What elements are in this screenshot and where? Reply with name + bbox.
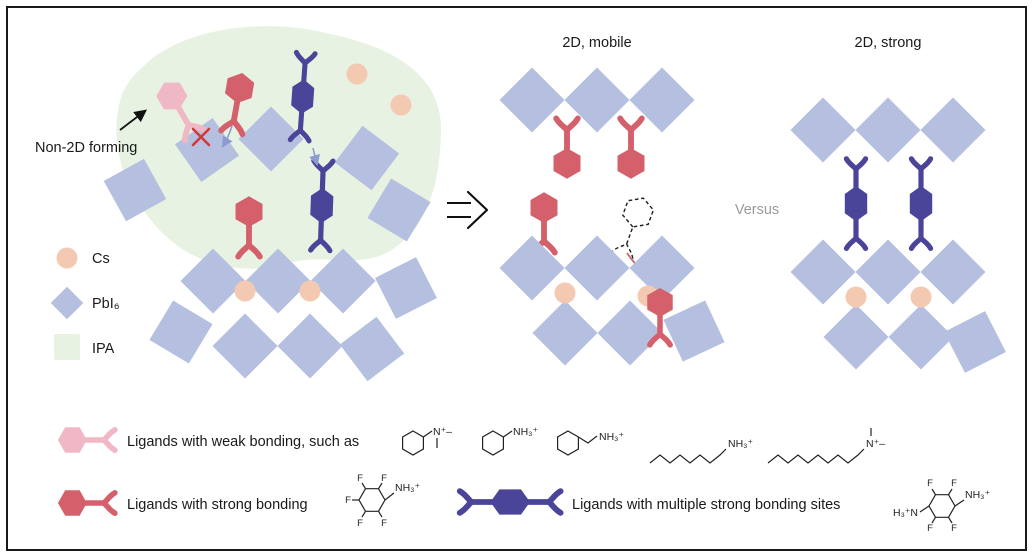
chem-label: NH₃⁺: [599, 431, 624, 443]
versus-label: Versus: [735, 202, 779, 218]
chem-label: NH₃⁺: [728, 438, 753, 450]
cs-ion: [390, 94, 412, 116]
cs-legend-label: Cs: [92, 251, 110, 267]
multi-site-ligand: [910, 159, 932, 249]
chem-phenethylammonium: NH₃⁺: [556, 430, 624, 456]
multi-ligand-icon: [460, 489, 561, 514]
chem-bisammonium-tetrafluoro: F F F F H₃⁺N NH₃⁺: [893, 478, 990, 534]
ligand-legend: Ligands with weak bonding, such as N⁺– N…: [58, 426, 990, 534]
mobile-structure: 2D, mobile: [499, 35, 736, 373]
guide-arrow-icon: [221, 125, 233, 148]
chem-octylammonium: NH₃⁺: [649, 438, 753, 464]
pbi6-octahedron: [212, 313, 278, 379]
cs-ion: [910, 286, 932, 308]
chem-label: F: [927, 478, 933, 489]
transform-arrow-icon: [447, 190, 489, 230]
figure-border: [6, 6, 1027, 551]
solution-panel: Non-2D forming: [35, 26, 447, 386]
chem-alkyltrimethylammonium: N⁺–: [767, 428, 885, 464]
pbi6-legend-icon: [50, 286, 84, 320]
multi-ligand-caption: Ligands with multiple strong bonding sit…: [572, 497, 840, 513]
strong-ligand-caption: Ligands with strong bonding: [127, 497, 308, 513]
multi-site-ligand: [845, 159, 867, 249]
mobile-title: 2D, mobile: [562, 35, 631, 51]
weak-ligand-caption: Ligands with weak bonding, such as: [127, 434, 359, 450]
mobile-top-row: [499, 67, 695, 133]
cs-legend-icon: [56, 247, 78, 269]
cs-ion: [845, 286, 867, 308]
chem-label: F: [381, 518, 387, 529]
pbi6-octahedron: [790, 97, 856, 163]
chem-label: F: [357, 518, 363, 529]
chem-label: F: [381, 473, 387, 484]
ipa-legend-icon: [54, 334, 80, 360]
chem-label: NH₃⁺: [395, 482, 420, 494]
chem-label: F: [927, 523, 933, 534]
red-cross-icon: [191, 127, 211, 147]
chem-pentafluorobenzylammonium: F F F F F NH₃⁺: [345, 473, 420, 529]
weak-ligand-icon: [58, 427, 115, 453]
strong-lattice: [790, 239, 1016, 383]
strong-structure: 2D, strong: [790, 35, 1016, 383]
ipa-legend-label: IPA: [92, 341, 115, 357]
strong-title: 2D, strong: [855, 35, 922, 51]
chem-trimethylanilinium: N⁺–: [402, 426, 452, 456]
non2d-arrow-icon: [119, 109, 148, 131]
cs-ion: [554, 282, 576, 304]
chem-label: N⁺–: [433, 426, 452, 438]
cs-ion: [299, 280, 321, 302]
strong-ligand: [554, 118, 581, 178]
chem-label: F: [951, 478, 957, 489]
chem-benzylammonium: NH₃⁺: [482, 426, 538, 456]
chem-label: F: [951, 523, 957, 534]
mobile-lattice: [499, 235, 736, 373]
chem-label: NH₃⁺: [513, 426, 538, 438]
chem-label: NH₃⁺: [965, 489, 990, 501]
strong-top-row: [790, 97, 986, 163]
chem-label: N⁺–: [866, 438, 885, 450]
pbi6-octahedron: [277, 313, 343, 379]
chem-label: F: [345, 495, 351, 506]
chem-label: F: [357, 473, 363, 484]
pbi6-legend-label: PbI₆: [92, 296, 120, 312]
pbi6-octahedron: [855, 97, 921, 163]
pbi6-octahedron: [335, 312, 409, 386]
pbi6-octahedron: [920, 97, 986, 163]
cs-ion: [234, 280, 256, 302]
pbi6-octahedron: [823, 304, 889, 370]
left-lattice: [141, 247, 447, 386]
solvent-legend: Cs PbI₆ IPA: [50, 247, 120, 360]
strong-ligand-icon: [58, 490, 115, 516]
pbi6-octahedron: [532, 300, 598, 366]
pbi6-octahedron: [499, 67, 565, 133]
cs-ion: [346, 63, 368, 85]
pbi6-octahedron: [365, 247, 447, 329]
guide-arrow-icon: [309, 147, 320, 167]
chem-label: H₃⁺N: [893, 507, 918, 519]
pbi6-octahedron: [888, 304, 954, 370]
non2d-label: Non-2D forming: [35, 140, 137, 156]
strong-ligand: [618, 118, 645, 178]
